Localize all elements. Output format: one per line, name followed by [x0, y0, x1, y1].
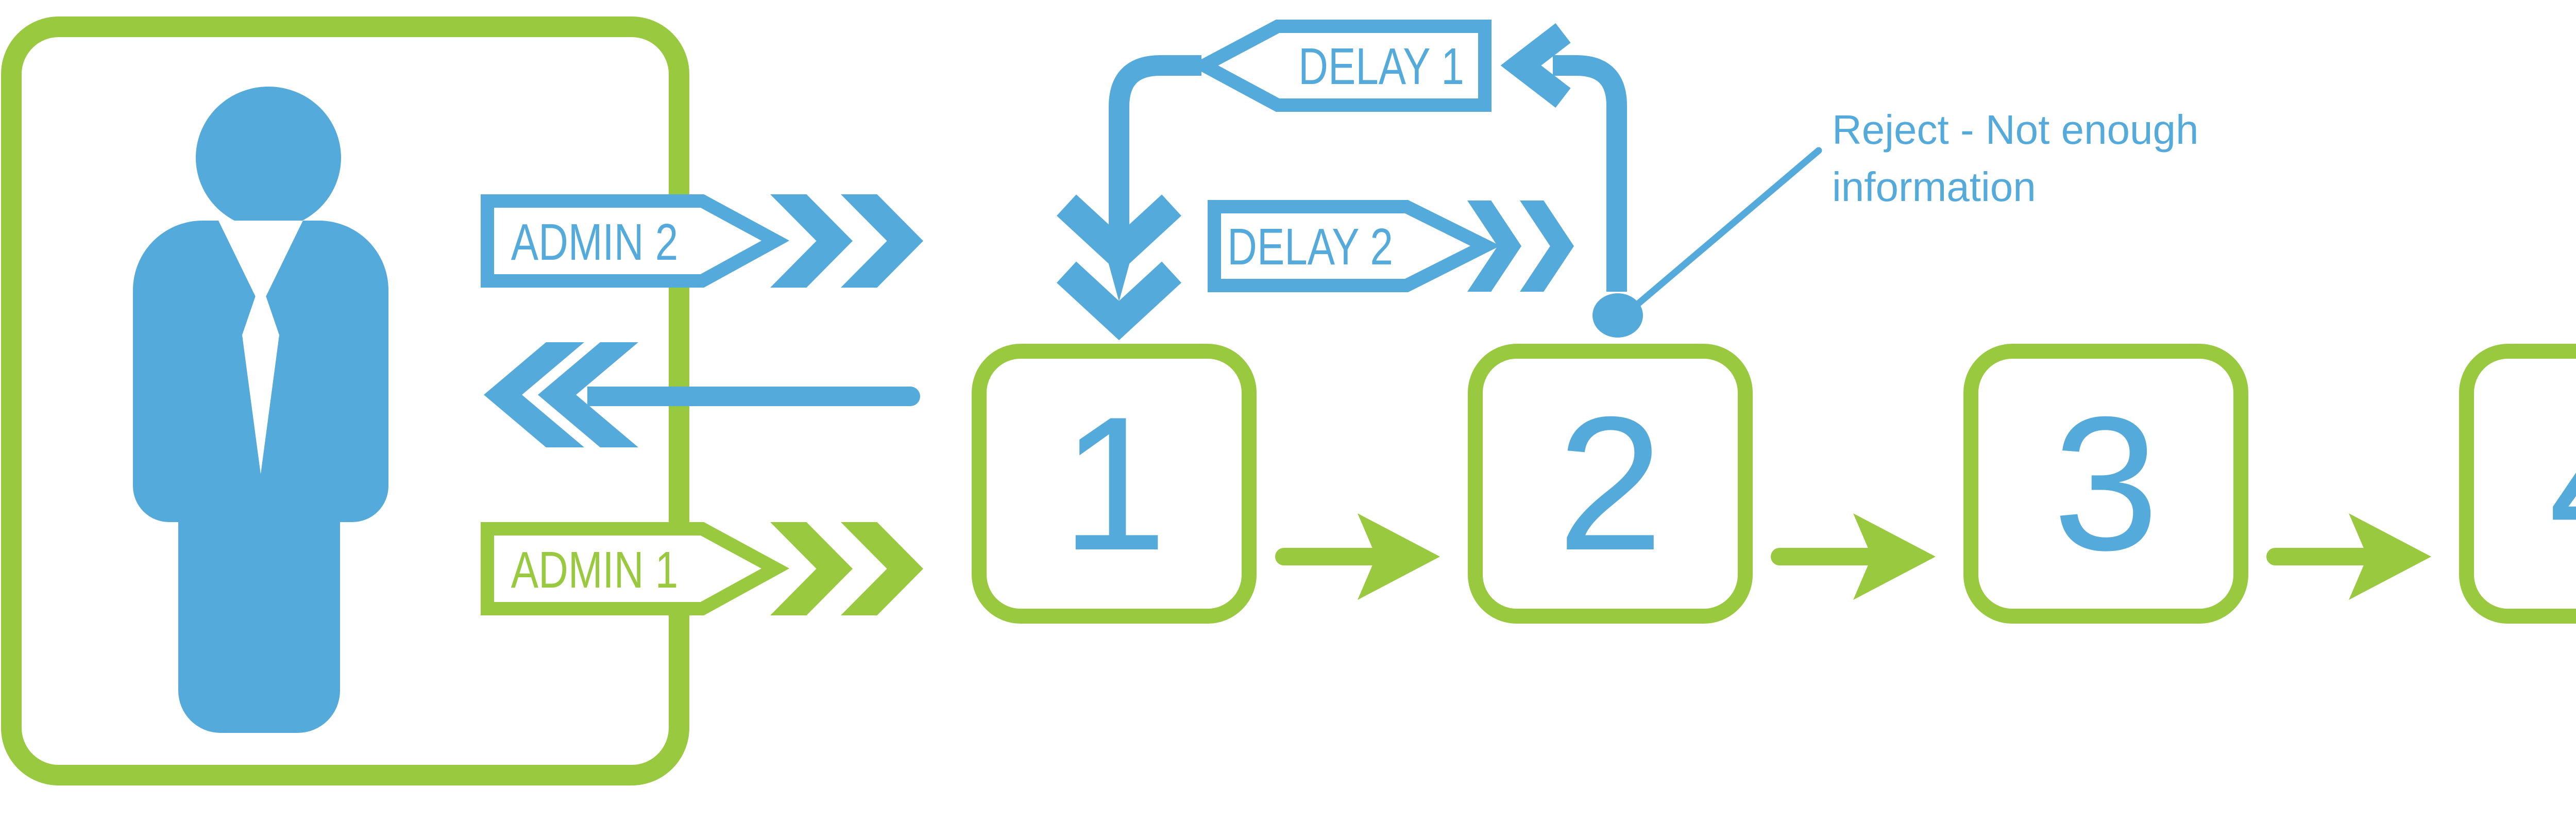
delay2-banner: DELAY 2 [1208, 200, 1501, 292]
admin1-label: ADMIN 1 [511, 542, 678, 599]
reject-annotation: Reject - Not enough information [1832, 101, 2199, 215]
delay2-banner-shape [1208, 200, 1501, 292]
delay1-banner: DELAY 1 [1190, 20, 1492, 112]
step-arrow-3-icon [2266, 513, 2431, 600]
admin2-banner: ADMIN 2 [481, 194, 790, 288]
admin2-banner-shape [481, 194, 790, 288]
step-box-1: 1 [972, 344, 1257, 624]
admin1-banner: ADMIN 1 [481, 522, 790, 615]
admin2-label: ADMIN 2 [511, 214, 678, 272]
step-arrow-2-line [1771, 548, 1876, 565]
delay1-banner-shape [1190, 20, 1492, 112]
back-arrow-line [587, 387, 920, 406]
step-arrow-2-icon [1771, 513, 1936, 600]
reject-annotation-line1: Reject - Not enough [1832, 107, 2199, 153]
annotation-leader-line [1632, 147, 1822, 310]
step-3-number: 3 [2053, 377, 2159, 590]
person-legs-icon [178, 486, 340, 733]
step-box-4: 4 [2459, 344, 2576, 624]
delay2-label: DELAY 2 [1227, 219, 1393, 276]
reject-loop-left-line [1109, 55, 1201, 264]
step-arrow-2-head [1853, 513, 1936, 600]
delay2-chevron-2-icon [1520, 200, 1574, 292]
step-box-2: 2 [1468, 344, 1753, 624]
delay1-arrowhead-icon [1500, 23, 1571, 108]
admin1-banner-shape [481, 522, 790, 615]
step-box-3: 3 [1963, 344, 2248, 624]
step-arrow-1-line [1275, 548, 1381, 565]
person-head-icon [196, 87, 341, 229]
reject-annotation-line2: information [1832, 164, 2036, 210]
reject-dot-icon [1592, 293, 1643, 338]
down-arrow-tip-icon [1108, 260, 1130, 302]
step-4-number: 4 [2549, 388, 2576, 579]
step-arrow-1-head [1358, 513, 1440, 600]
step-arrow-3-line [2266, 548, 2372, 565]
admin2-chevron-2-icon [841, 194, 923, 288]
delay1-label: DELAY 1 [1298, 38, 1464, 96]
down-arrow-chevron-1-icon [1057, 194, 1181, 274]
step-arrow-1-icon [1275, 513, 1440, 600]
admin1-chevron-2-icon [841, 522, 923, 615]
step-2-number: 2 [1557, 377, 1664, 590]
step-1-number: 1 [1061, 377, 1167, 590]
step-arrow-3-head [2349, 513, 2431, 600]
down-arrow-chevron-2-icon [1057, 261, 1181, 341]
